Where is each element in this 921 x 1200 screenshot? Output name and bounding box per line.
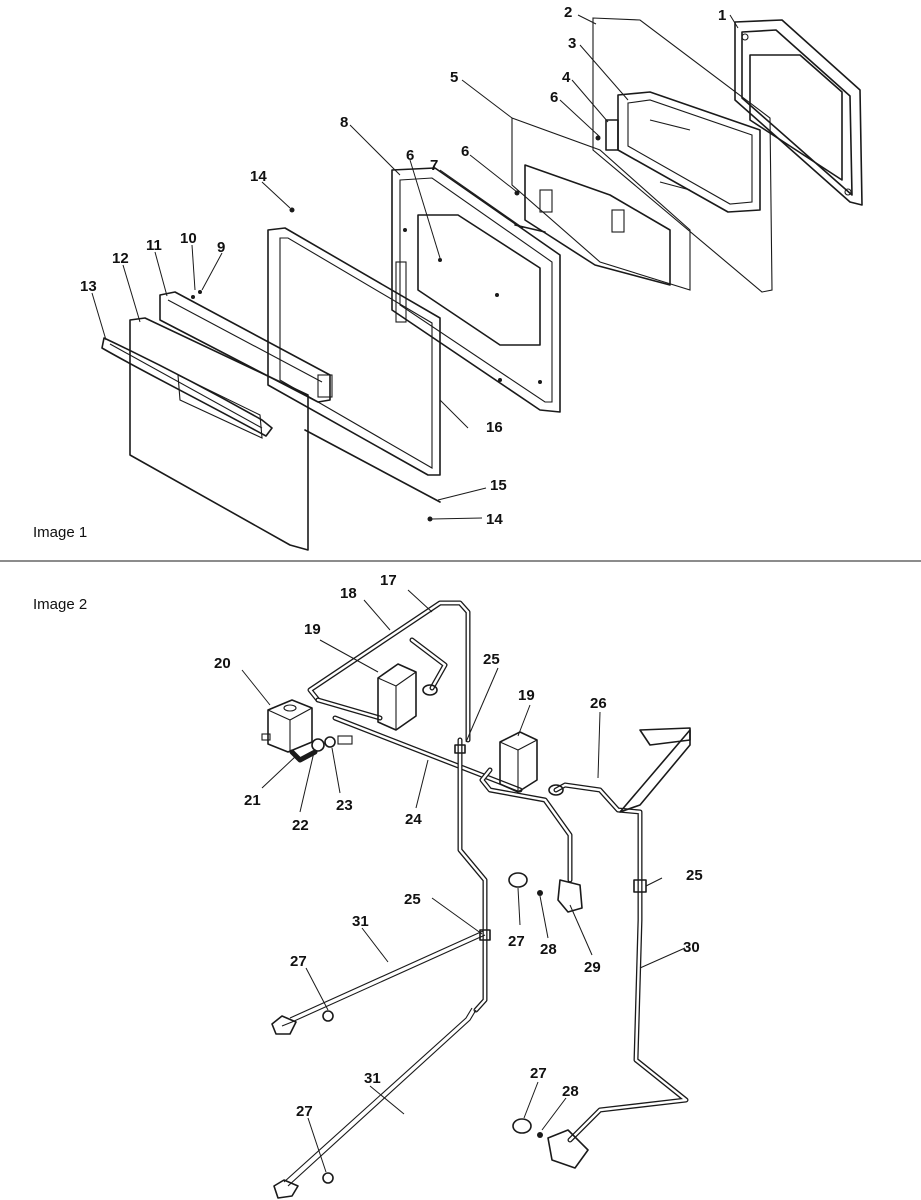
callout-2: 2 [564,4,572,21]
part-8-inner-door-panel [391,167,561,413]
callout-6b: 6 [406,147,414,164]
callout-18: 18 [340,585,357,602]
part-24-manifold [332,715,523,793]
callout-25c: 25 [686,867,703,884]
callout-16: 16 [486,419,503,436]
callout-4: 4 [562,69,571,86]
part-12-outer-door-glass [129,317,309,551]
callout-25a: 25 [483,651,500,668]
callout-1: 1 [718,7,726,24]
callout-3: 3 [568,35,576,52]
callout-25b: 25 [404,891,421,908]
callout-22: 22 [292,817,309,834]
callout-28a: 28 [540,941,557,958]
parts-9-12-trim [159,290,333,403]
callout-28b: 28 [562,1083,579,1100]
part-3-window-frame [617,91,761,213]
callout-30: 30 [683,939,700,956]
part-31-lead-lower [273,1007,477,1199]
tube-to-part-29 [479,767,583,913]
callout-29: 29 [584,959,601,976]
callout-10: 10 [180,230,197,247]
image1-door-assembly: 1 2 3 4 5 6 6 6 7 8 9 10 11 12 13 14 14 … [33,4,863,551]
part-28-screw-center [537,890,543,896]
callout-19b: 19 [518,687,535,704]
callout-20: 20 [214,655,231,672]
part-13-handle [101,337,273,437]
callout-9: 9 [217,239,225,256]
part-18-loop-tube [307,600,471,743]
callout-6a: 6 [550,89,558,106]
callout-23: 23 [336,797,353,814]
parts-21-23-fittings [289,735,353,763]
callout-12: 12 [112,250,129,267]
callout-27a: 27 [508,933,525,950]
part-20-solenoid [261,699,313,753]
part-16-door-frame [267,207,441,522]
part-28-screw-bottom [537,1132,543,1138]
part-2-gasket [592,17,773,293]
callout-11: 11 [146,237,162,254]
callout-27c: 27 [296,1103,313,1120]
callout-13: 13 [80,278,97,295]
callout-24: 24 [405,811,422,828]
part-4-bracket [595,119,619,151]
part-30-right-tube [547,727,691,1169]
part-5-inner-panel [511,117,691,291]
callout-6c: 6 [461,143,469,160]
callout-27b: 27 [290,953,307,970]
callout-14a: 14 [250,168,267,185]
part-19-valve-upper [377,663,417,731]
callout-21: 21 [244,792,261,809]
callout-26: 26 [590,695,607,712]
callout-7: 7 [430,157,438,174]
image2-label: Image 2 [33,596,87,613]
image2-gas-assembly: 17 18 19 19 20 21 22 23 24 25 25 25 25 2… [33,572,703,1199]
part-1-outer-frame [734,19,863,206]
part-27-clip-center [508,872,528,888]
callout-31b: 31 [364,1070,381,1087]
callout-5: 5 [450,69,458,86]
part-27-clip-bottom [512,1118,532,1134]
callout-27d: 27 [530,1065,547,1082]
part-31-lead-upper [271,930,486,1035]
callout-31a: 31 [352,913,369,930]
callout-15: 15 [490,477,507,494]
callout-19a: 19 [304,621,321,638]
part-31-vertical-tube [454,737,491,1013]
image1-label: Image 1 [33,524,87,541]
callout-8: 8 [340,114,348,131]
callout-17: 17 [380,572,397,589]
callout-14b: 14 [486,511,503,528]
